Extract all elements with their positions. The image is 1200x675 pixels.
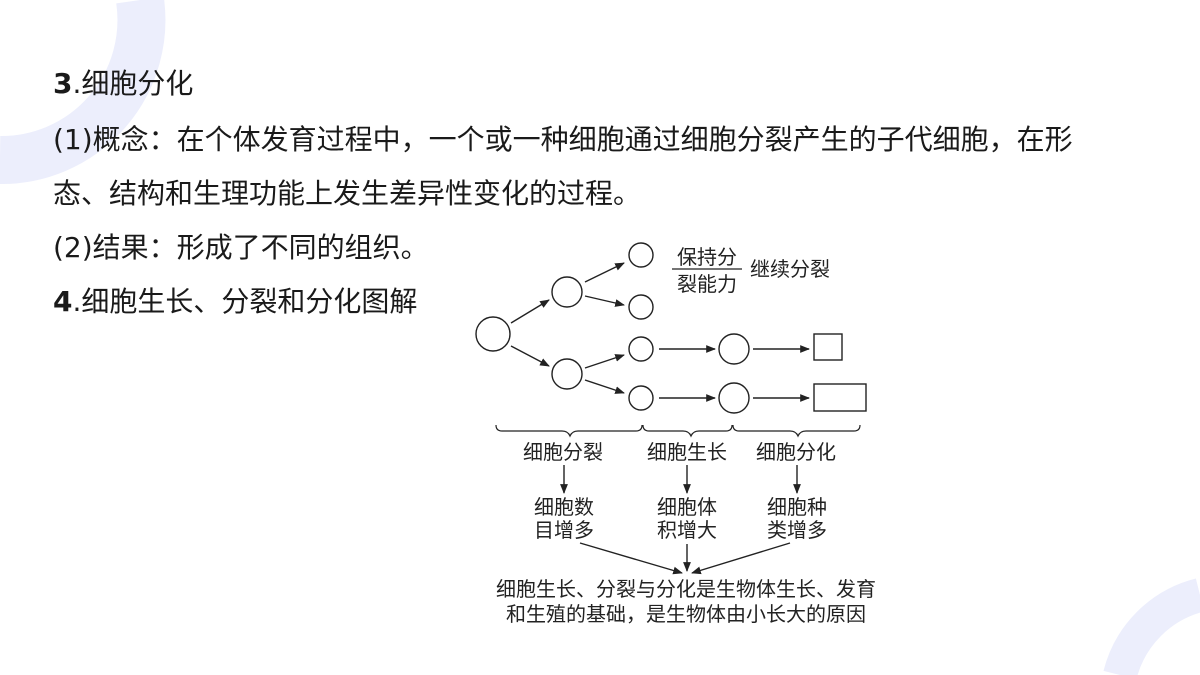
result-growth-line-1: 细胞体: [657, 495, 717, 519]
arrow-result-division-to-conclusion: [579, 542, 683, 575]
arrow-origin-to-1a: [510, 299, 550, 324]
arrow-origin-to-1b: [510, 345, 550, 367]
heading-3-text: .细胞分化: [72, 67, 194, 100]
heading-3: 3.细胞分化: [53, 64, 193, 104]
concept-line-1: (1)概念：在个体发育过程中，一个或一种细胞通过细胞分裂产生的子代细胞，在形: [53, 123, 1073, 156]
stage-label-growth: 细胞生长: [647, 440, 727, 464]
result-diff-line-2: 类增多: [767, 518, 827, 542]
arrow-1b-to-2d: [584, 379, 625, 394]
cell-division-1b: [551, 358, 583, 390]
arrow-1a-to-2a: [584, 262, 625, 283]
result-growth-line-2: 积增大: [657, 518, 717, 542]
result-division-line-2: 目增多: [534, 518, 594, 542]
cell-division-1a: [551, 276, 583, 308]
concept-line-2: 态、结构和生理功能上发生差异性变化的过程。: [53, 177, 642, 210]
conclusion-line-1: 细胞生长、分裂与分化是生物体生长、发育: [496, 577, 876, 601]
cell-differentiated-rect: [813, 383, 867, 412]
cell-growth-b: [718, 382, 750, 414]
cell-division-2b: [628, 294, 654, 320]
cell-growth-a: [718, 333, 750, 365]
cell-division-2d: [628, 385, 654, 411]
annotation-keep-division-top: 保持分: [677, 245, 737, 269]
arrow-1b-to-2c: [584, 354, 625, 369]
result-line: (2)结果：形成了不同的组织。: [53, 231, 429, 264]
result-diff-line-1: 细胞种: [767, 495, 827, 519]
brace-division: [495, 424, 643, 438]
brace-differentiation: [732, 424, 861, 438]
heading-4-text: .细胞生长、分裂和分化图解: [72, 285, 418, 318]
stage-label-differentiation: 细胞分化: [756, 440, 836, 464]
decor-arc-bottom-right: [1103, 578, 1200, 675]
annotation-continue-division: 继续分裂: [750, 257, 830, 281]
cell-division-2c: [628, 336, 654, 362]
brace-growth: [642, 424, 733, 438]
annotation-keep-division-bottom: 裂能力: [677, 272, 737, 296]
conclusion-line-2: 和生殖的基础，是生物体由小长大的原因: [506, 602, 866, 626]
heading-3-number: 3: [53, 67, 73, 100]
arrow-result-diff-to-conclusion: [691, 542, 791, 575]
cell-origin: [475, 316, 511, 352]
heading-4-number: 4: [53, 285, 73, 318]
cell-division-2a: [628, 242, 654, 268]
heading-4: 4.细胞生长、分裂和分化图解: [53, 282, 417, 322]
arrow-1a-to-2b: [584, 295, 625, 307]
cell-growth-division-differentiation-diagram: 保持分 裂能力 继续分裂 细胞分裂 细胞生长 细胞分化 细胞数 目增多 细胞体 …: [475, 242, 876, 626]
stage-label-division: 细胞分裂: [523, 440, 603, 464]
cell-differentiated-square: [813, 333, 843, 361]
result-division-line-1: 细胞数: [534, 495, 594, 519]
